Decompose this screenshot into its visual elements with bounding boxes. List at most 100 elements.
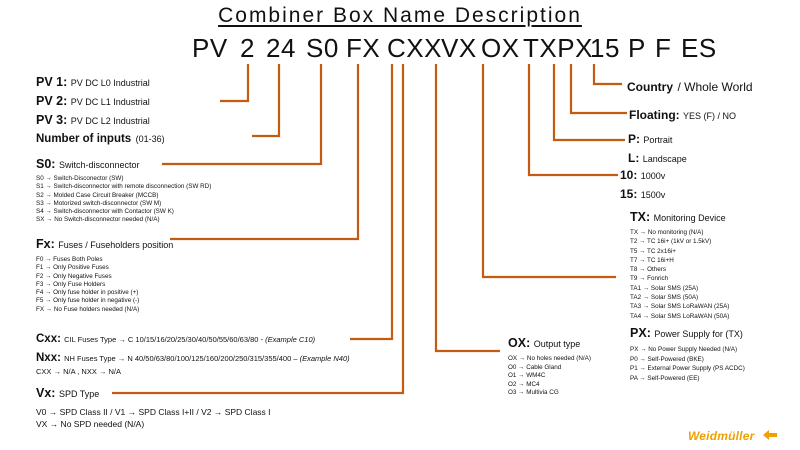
code-segment-orientation: P (628, 33, 646, 63)
pv-key: PV 3 (36, 113, 64, 127)
monitoring-option: T9 → Fonrich (630, 275, 669, 283)
monitoring-option: TA1 → Solar SMS (25A) (630, 284, 699, 292)
code-segment-country: ES (681, 33, 717, 63)
fuses-desc: Fuses / Fuseholders position (58, 240, 174, 250)
fuses-option: F2 → Only Negative Fuses (36, 272, 112, 280)
monitoring-option: TA4 → Solar SMS LoRaWAN (50A) (630, 312, 730, 320)
orientation-desc: Landscape (642, 154, 687, 164)
spd-desc: SPD Type (58, 389, 100, 399)
connector-country (592, 64, 622, 86)
power-supply-key: PX (630, 326, 647, 340)
floating-block: Floating: YES (F) / NO (629, 108, 737, 122)
power-supply-desc: Power Supply for (TX) (654, 329, 743, 339)
monitoring-key: TX (630, 210, 646, 224)
code-segment-type: 2 (240, 33, 255, 63)
output-option: O1 → WM4C (508, 372, 546, 380)
pv-key: PV 1 (36, 75, 64, 89)
voltage-desc: 1000v (640, 171, 666, 181)
fuse-type-na: CXX → N/A , NXX → N/A (36, 367, 122, 376)
output-option: O2 → MC4 (508, 380, 540, 388)
pv-desc: PV DC L0 Industrial (70, 78, 150, 88)
pv-desc: PV DC L1 Industrial (70, 97, 150, 107)
connector-fuse-type (350, 64, 394, 341)
orientation-key: L (628, 151, 636, 165)
floating-desc: YES (F) / NO (683, 111, 737, 121)
brand-name: Weidmüller (687, 428, 755, 443)
switch-desc: Switch-disconnector (58, 160, 140, 170)
output-option: O3 → Multivia CG (508, 389, 559, 397)
orientation-desc: Portrait (643, 135, 673, 145)
monitoring-option: TA2 → Solar SMS (50A) (630, 294, 699, 302)
monitoring-desc: Monitoring Device (653, 213, 726, 223)
orientation-block: P: Portrait L: Landscape (628, 132, 687, 165)
nh-desc: NH Fuses Type → N 40/50/63/80/100/125/16… (64, 354, 300, 363)
switch-block: S0: Switch-disconnector S0 → Switch-Disc… (36, 157, 212, 224)
spd-option: VX → No SPD needed (N/A) (36, 419, 145, 429)
pv-item: PV 2: PV DC L1 Industrial (36, 94, 150, 108)
cil-example: (Example C10) (265, 335, 316, 344)
code-segment-floating: F (655, 33, 672, 63)
switch-option: S2 → Molded Case Circuit Breaker (MCCB) (36, 191, 159, 199)
fuses-block: Fx: Fuses / Fuseholders position F0 → Fu… (36, 237, 174, 313)
connector-voltage (527, 64, 618, 177)
fuses-option: F0 → Fuses Both Poles (36, 256, 103, 263)
fuse-type-block: Cxx: CIL Fuses Type → C 10/15/16/20/25/3… (36, 333, 350, 376)
cil-key: Cxx (36, 333, 58, 345)
connector-output (434, 64, 500, 353)
voltage-desc: 1500v (640, 190, 666, 200)
connector-orientation (552, 64, 625, 142)
fuses-option: F3 → Only Fuse Holders (36, 280, 106, 288)
pv-block: PV 1: PV DC L0 Industrial PV 2: PV DC L1… (36, 73, 150, 130)
connector-spd (112, 64, 405, 395)
inputs-block: Number of inputs (01-36) (36, 129, 165, 147)
page-title: Combiner Box Name Description (218, 4, 582, 27)
monitoring-option: T8 → Others (630, 266, 667, 274)
code-segment-spd: VX (441, 33, 477, 63)
switch-option: S4 → Switch-disconnector with Contactor … (36, 208, 174, 216)
code-segment-switch: S0 (306, 33, 339, 63)
connector-switch (162, 64, 323, 166)
inputs-range: (01-36) (135, 134, 165, 144)
output-option: OX → No holes needed (N/A) (508, 355, 591, 362)
connector-monitoring (481, 64, 616, 279)
switch-option: S3 → Motorized switch-disconnector (SW M… (36, 199, 162, 207)
monitoring-option: TA3 → Solar SMS LoRaWAN (25A) (630, 303, 730, 311)
power-supply-option: P0 → Self-Powered (BKE) (630, 355, 704, 363)
monitoring-option: T7 → TC 16i+H (630, 256, 674, 264)
monitoring-option: T5 → TC 2x16i+ (630, 247, 676, 255)
voltage-key: 15 (620, 187, 634, 201)
code-segment-voltage: 15 (590, 33, 620, 63)
monitoring-option: T2 → TC 16i+ (1kV or 1.5kV) (630, 238, 712, 246)
connector-pv (220, 64, 250, 103)
connector-fuses (170, 64, 360, 241)
fuses-key: Fx (36, 237, 51, 251)
spd-block: Vx: SPD Type V0 → SPD Class II / V1 → SP… (36, 386, 271, 429)
cil-desc: CIL Fuses Type → C 10/15/16/20/25/30/40/… (64, 335, 266, 344)
pv-key: PV 2 (36, 94, 64, 108)
voltage-key: 10 (620, 168, 634, 182)
code-segment-pv: PV (192, 33, 228, 63)
code-segment-fuses: FX (346, 33, 381, 63)
connector-inputs (252, 64, 281, 138)
nh-key: Nxx (36, 352, 58, 364)
inputs-label: Number of inputs (36, 133, 132, 145)
output-option: O0 → Cable Gland (508, 363, 562, 371)
brand-mark-icon (762, 429, 778, 444)
brand-logo: Weidmüller (688, 429, 778, 444)
country-label: Country (627, 80, 673, 94)
power-supply-option: P1 → External Power Supply (PS ACDC) (630, 365, 745, 372)
fuses-option: F4 → Only fuse holder in positive (+) (36, 289, 139, 297)
monitoring-option: TX → No monitoring (N/A) (630, 229, 704, 236)
code-segment-inputs: 24 (266, 33, 296, 63)
output-desc: Output type (533, 339, 581, 349)
voltage-block: 10: 1000v 15: 1500v (620, 168, 666, 201)
pv-item: PV 1: PV DC L0 Industrial (36, 75, 150, 89)
switch-option: S0 → Switch-Disconector (SW) (36, 175, 124, 182)
switch-option: SX → No Switch-disconnector needed (N/A) (36, 216, 160, 224)
fuses-option: F1 → Only Positive Fuses (36, 264, 109, 272)
spd-key: Vx (36, 386, 52, 400)
code-segment-fuse-type: CXX (387, 33, 442, 63)
output-block: OX: Output type OX → No holes needed (N/… (508, 336, 591, 397)
orientation-key: P (628, 132, 637, 146)
